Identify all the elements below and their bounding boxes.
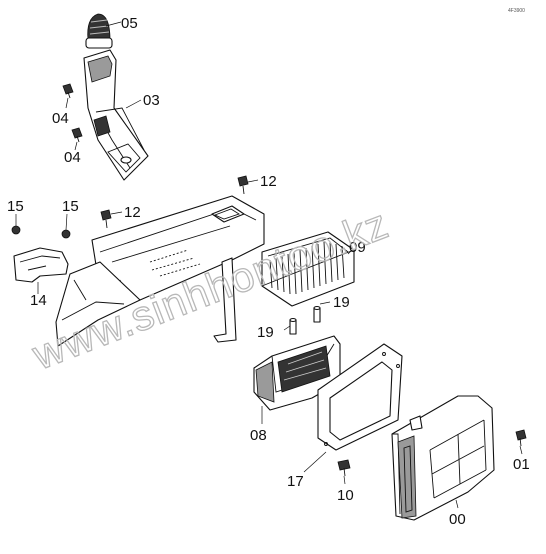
callout-12-top: 12 — [260, 173, 277, 190]
callout-17: 17 — [287, 473, 304, 490]
part-17-gasket — [317, 343, 403, 451]
callout-08: 08 — [250, 427, 267, 444]
pin-19-left — [289, 317, 297, 335]
callout-19-left: 19 — [257, 324, 274, 341]
part-00-cover — [391, 395, 495, 521]
leader-lines — [15, 21, 523, 509]
screw-15-right — [61, 229, 71, 239]
part-05-grip — [85, 13, 113, 49]
callout-15-right: 15 — [62, 198, 79, 215]
corner-code: 4F3900 — [508, 8, 525, 14]
callout-03: 03 — [143, 92, 160, 109]
callout-19-right: 19 — [333, 294, 350, 311]
callout-14: 14 — [30, 292, 47, 309]
screw-15-left — [11, 225, 21, 235]
part-14-clamp — [13, 247, 69, 283]
callout-05: 05 — [121, 15, 138, 32]
callout-10: 10 — [337, 487, 354, 504]
filter-pleats — [269, 241, 345, 295]
callout-12-left: 12 — [124, 204, 141, 221]
pin-19-right — [313, 305, 321, 323]
screw-04-lower — [71, 127, 83, 143]
screw-10 — [337, 459, 351, 477]
cover-grid — [429, 419, 487, 499]
callout-01: 01 — [513, 456, 530, 473]
part-03-duct — [83, 49, 149, 181]
callout-04-upper: 04 — [52, 110, 69, 127]
screw-12-top — [237, 175, 249, 195]
callout-15-left: 15 — [7, 198, 24, 215]
screw-01 — [515, 429, 527, 447]
screw-12-left — [100, 209, 112, 229]
bracket-frame — [55, 195, 265, 347]
screw-04-upper — [62, 83, 74, 99]
callout-09: 09 — [349, 239, 366, 256]
callout-04-lower: 04 — [64, 149, 81, 166]
part-09-filter — [261, 231, 355, 307]
callout-00: 00 — [449, 511, 466, 528]
